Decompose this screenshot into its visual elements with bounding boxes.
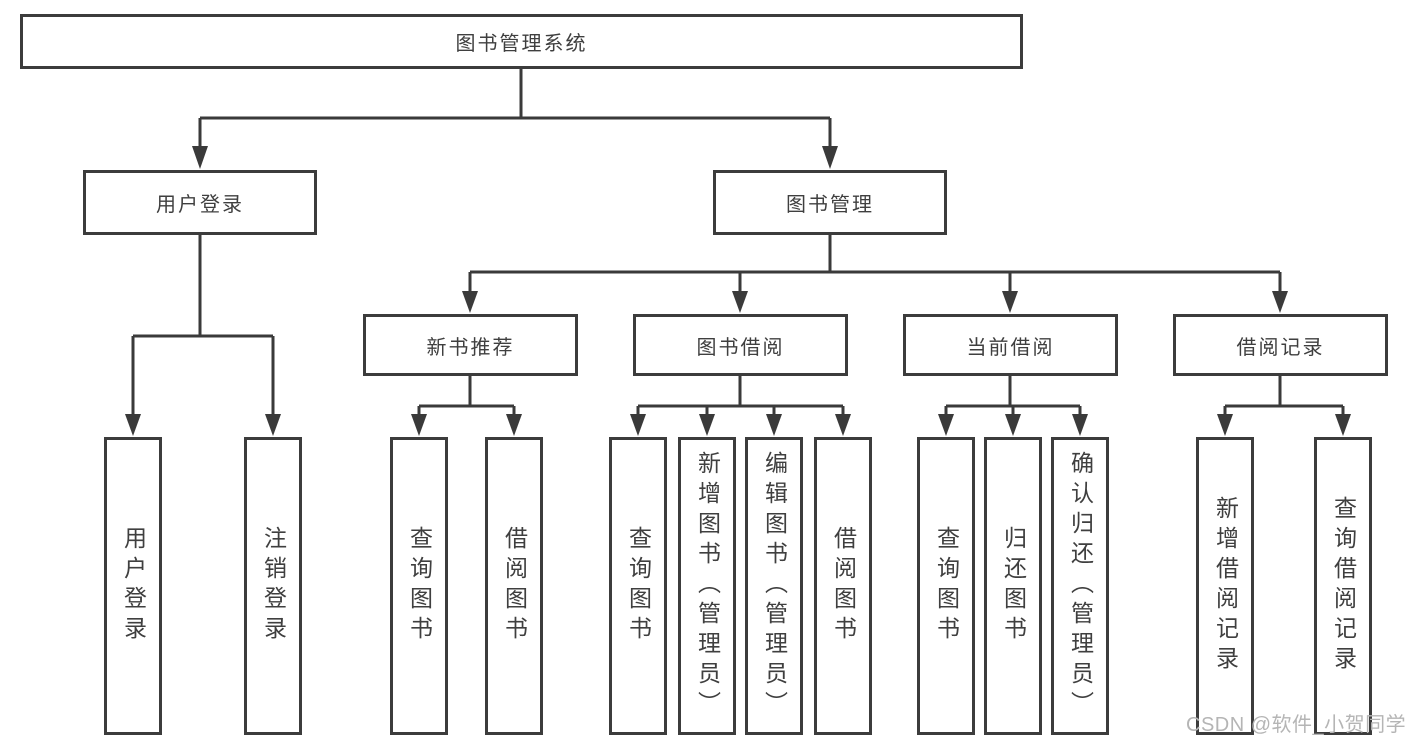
leaf-user-login: 用户登录 — [104, 437, 162, 735]
leaf-cb-return-books: 归还图书 — [984, 437, 1042, 735]
csdn-watermark: CSDN @软件_小贺同学 — [1186, 714, 1405, 736]
leaf-bb-query-books-label: 查询图书 — [625, 526, 652, 646]
leaf-bb-add-books-admin: 新增图书（管理员） — [678, 437, 736, 735]
leaf-user-login-label: 用户登录 — [120, 526, 147, 646]
node-book-borrowing: 图书借阅 — [633, 314, 848, 376]
node-root: 图书管理系统 — [20, 14, 1023, 69]
node-new-book-recommendation-label: 新书推荐 — [426, 336, 515, 359]
leaf-cb-return-books-label: 归还图书 — [1000, 526, 1027, 646]
leaf-br-query-record-label: 查询借阅记录 — [1330, 496, 1357, 676]
leaf-nbr-query-books-label: 查询图书 — [406, 526, 433, 646]
leaf-nbr-borrow-books-label: 借阅图书 — [501, 526, 528, 646]
leaf-cb-query-books-label: 查询图书 — [933, 526, 960, 646]
node-current-borrowing: 当前借阅 — [903, 314, 1118, 376]
node-book-borrowing-label: 图书借阅 — [696, 336, 785, 359]
leaf-logout-label: 注销登录 — [260, 526, 287, 646]
node-root-label: 图书管理系统 — [455, 33, 588, 55]
node-book-management: 图书管理 — [713, 170, 947, 235]
node-borrowing-records-label: 借阅记录 — [1236, 336, 1325, 359]
node-book-management-label: 图书管理 — [786, 194, 874, 216]
leaf-nbr-query-books: 查询图书 — [390, 437, 448, 735]
node-borrowing-records: 借阅记录 — [1173, 314, 1388, 376]
leaf-cb-confirm-return-admin-label: 确认归还（管理员） — [1067, 451, 1094, 721]
node-user-login-label: 用户登录 — [156, 194, 244, 216]
leaf-cb-query-books: 查询图书 — [917, 437, 975, 735]
node-current-borrowing-label: 当前借阅 — [966, 336, 1055, 359]
leaf-bb-edit-books-admin-label: 编辑图书（管理员） — [761, 451, 788, 721]
leaf-nbr-borrow-books: 借阅图书 — [485, 437, 543, 735]
leaf-bb-borrow-books-label: 借阅图书 — [830, 526, 857, 646]
leaf-logout: 注销登录 — [244, 437, 302, 735]
leaf-br-query-record: 查询借阅记录 — [1314, 437, 1372, 735]
leaf-cb-confirm-return-admin: 确认归还（管理员） — [1051, 437, 1109, 735]
node-user-login: 用户登录 — [83, 170, 317, 235]
leaf-bb-query-books: 查询图书 — [609, 437, 667, 735]
node-new-book-recommendation: 新书推荐 — [363, 314, 578, 376]
leaf-bb-edit-books-admin: 编辑图书（管理员） — [745, 437, 803, 735]
leaf-br-add-record-label: 新增借阅记录 — [1212, 496, 1239, 676]
leaf-bb-borrow-books: 借阅图书 — [814, 437, 872, 735]
leaf-bb-add-books-admin-label: 新增图书（管理员） — [694, 451, 721, 721]
leaf-br-add-record: 新增借阅记录 — [1196, 437, 1254, 735]
